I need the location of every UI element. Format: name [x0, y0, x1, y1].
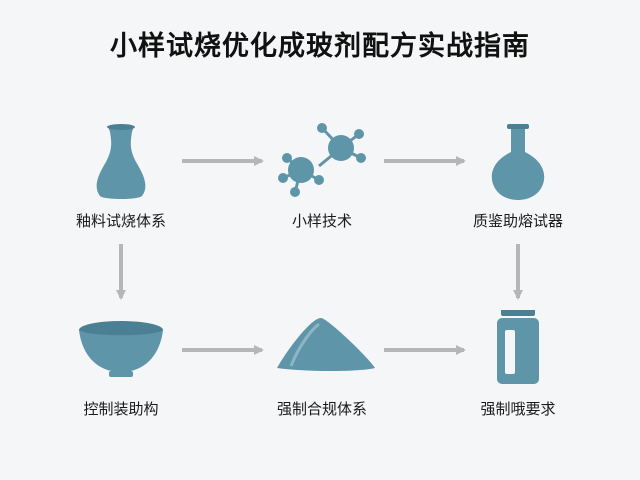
bowl-icon — [79, 321, 163, 377]
node-glaze-firing-system: 釉料试烧体系 — [46, 122, 196, 231]
node-control-structure: 控制装助构 — [46, 310, 196, 419]
node-mandatory-requirements: 强制哦要求 — [443, 310, 593, 419]
powder-pile-icon — [277, 318, 375, 371]
node-label: 控制装助构 — [83, 400, 159, 418]
node-label: 小样技术 — [291, 212, 352, 230]
node-compliance-system: 强制合规体系 — [247, 310, 397, 419]
node-flux-tester: 质鉴助熔试器 — [443, 122, 593, 231]
node-label: 强制哦要求 — [480, 400, 556, 418]
molecule-icon — [278, 123, 366, 197]
vase-icon — [96, 124, 146, 199]
node-label: 釉料试烧体系 — [75, 212, 166, 230]
node-sample-technique: 小样技术 — [247, 122, 397, 231]
node-label: 质鉴助熔试器 — [472, 212, 563, 230]
jar-icon — [497, 310, 539, 384]
node-label: 强制合规体系 — [276, 400, 367, 418]
flask-icon — [491, 124, 545, 200]
page-title: 小样试烧优化成玻剂配方实战指南 — [110, 31, 530, 62]
